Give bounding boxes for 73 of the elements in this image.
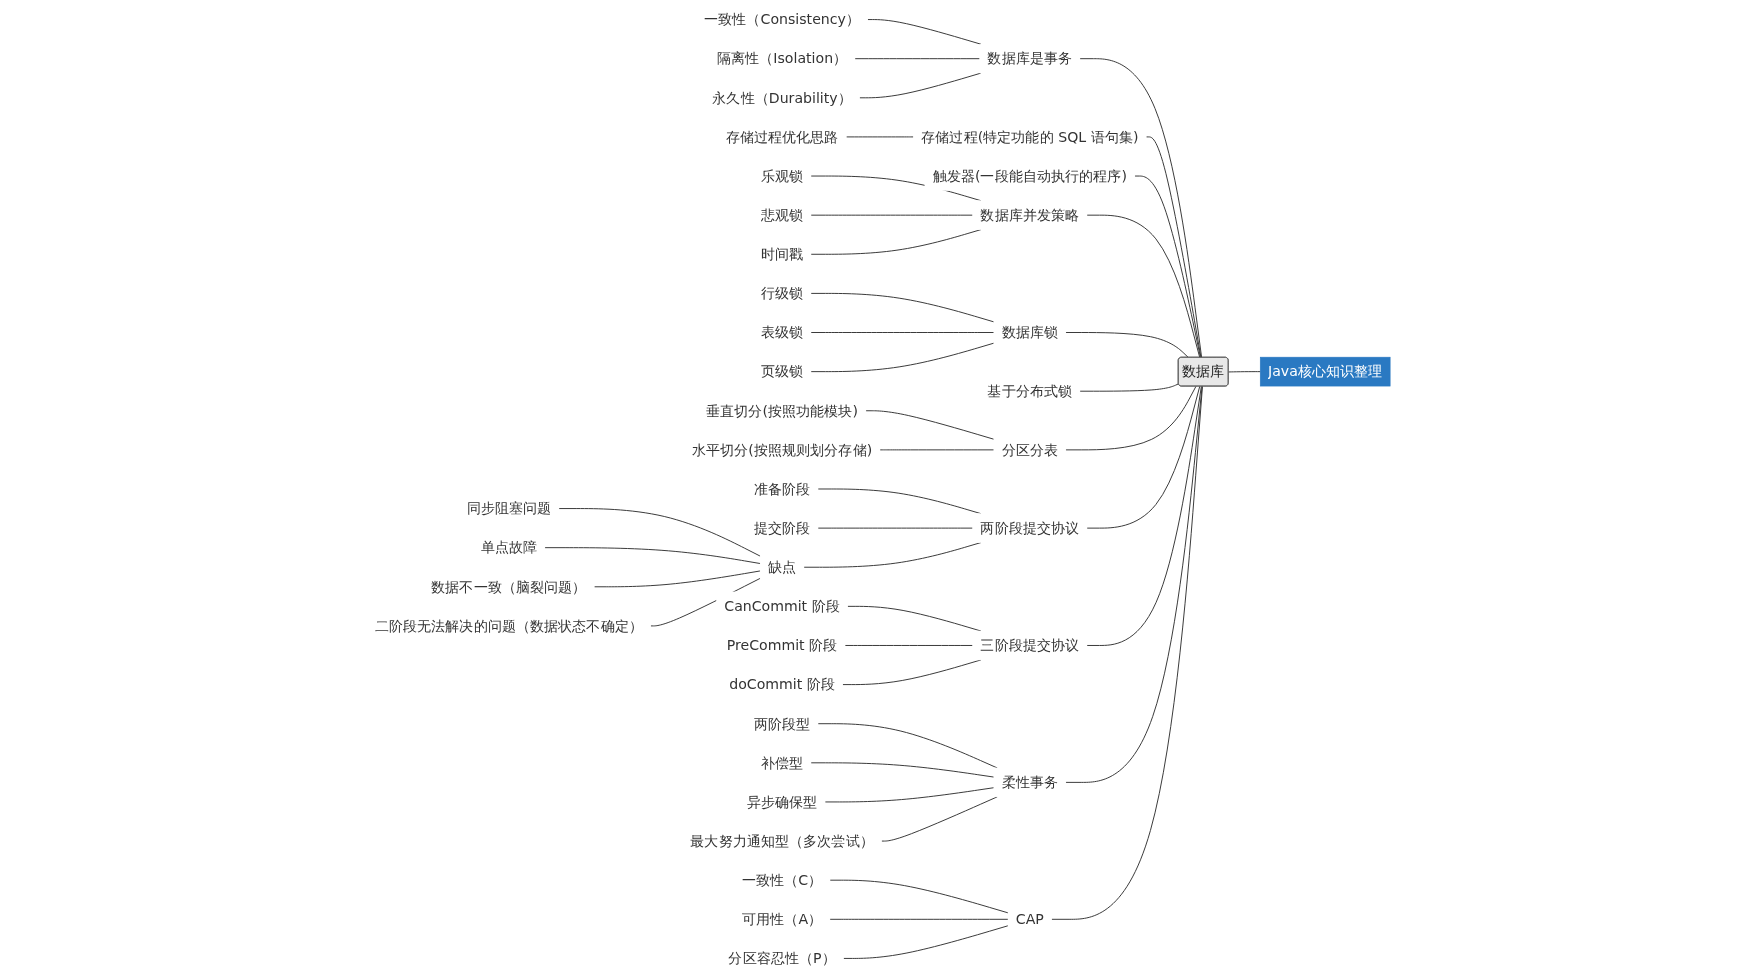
node-text: 页级锁: [761, 363, 804, 380]
connector: [854, 58, 981, 60]
node-text: 单点故障: [481, 539, 538, 556]
connector: [1079, 383, 1180, 392]
connector: [1079, 58, 1203, 358]
node-text: 可用性（A）: [742, 911, 823, 928]
connector: [859, 72, 982, 99]
node-text: 永久性（Durability）: [712, 89, 853, 106]
connector: [810, 214, 974, 216]
connector: [881, 796, 999, 842]
connector: [824, 787, 995, 803]
connector: [844, 645, 974, 646]
node-text: doCommit 阶段: [729, 676, 836, 693]
connector: [1065, 332, 1190, 358]
node-text: 补偿型: [761, 754, 804, 771]
node-text: 行级锁: [761, 285, 804, 302]
node-text: 分区分表: [1001, 441, 1059, 458]
connector: [810, 342, 995, 373]
node-text: 基于分布式锁: [987, 383, 1073, 400]
node-text: 缺点: [768, 559, 797, 576]
connector: [867, 19, 982, 45]
node-text: 提交阶段: [754, 520, 811, 537]
node-text: 柔性事务: [1001, 774, 1059, 791]
connector: [879, 449, 995, 451]
connector: [1228, 371, 1262, 373]
node-text: 准备阶段: [754, 480, 811, 498]
node-text: 一致性（C）: [742, 872, 823, 889]
node-text: 水平切分(按照规则划分存储): [692, 441, 873, 458]
node-text: 数据库并发策略: [980, 207, 1080, 224]
connector: [558, 508, 762, 557]
node-text: CanCommit 阶段: [724, 598, 841, 615]
connector: [810, 292, 995, 323]
connector: [810, 332, 995, 333]
node-text: 同步阻塞问题: [466, 500, 552, 517]
connector: [817, 527, 974, 529]
node-text: 二阶段无法解决的问题（数据状态不确定）: [375, 617, 644, 634]
node-text: 数据库是事务: [987, 50, 1073, 67]
connector: [1086, 385, 1203, 646]
node-text: 最大努力通知型（多次尝试）: [690, 833, 875, 850]
node-text: 乐观锁: [761, 168, 804, 185]
connector: [829, 879, 1009, 914]
node-text: CAP: [1016, 911, 1045, 928]
connector: [594, 570, 762, 588]
connector: [1065, 385, 1197, 451]
node-text: 数据库锁: [1001, 324, 1059, 341]
node-text: 表级锁: [761, 324, 804, 341]
node-text: PreCommit 阶段: [727, 637, 838, 654]
node-box: Java核心知识整理: [1260, 356, 1391, 387]
node-text: 三阶段提交协议: [980, 637, 1080, 654]
connector: [865, 410, 995, 440]
connector: [1086, 214, 1201, 358]
node-text: 触发器(一段能自动执行的程序): [932, 168, 1128, 185]
connector: [1051, 385, 1204, 920]
connector: [843, 925, 1009, 959]
connector: [829, 918, 1009, 920]
connector: [544, 547, 762, 564]
connector: [846, 136, 915, 138]
node-text: 两阶段型: [754, 715, 811, 732]
node-text: 数据不一致（脑裂问题）: [431, 578, 587, 595]
node-text: 分区容忍性（P）: [728, 950, 837, 967]
node-text: 两阶段提交协议: [980, 520, 1080, 537]
connector: [1086, 385, 1201, 529]
node-text: 存储过程优化思路: [725, 128, 839, 145]
node-text: 悲观锁: [761, 207, 804, 224]
node-text: 隔离性（Isolation）: [717, 50, 848, 67]
connector: [1065, 385, 1203, 783]
node-text: 存储过程(特定功能的 SQL 语句集): [921, 128, 1139, 145]
connector: [1134, 175, 1202, 358]
node-text: 时间戳: [761, 246, 804, 263]
node-text: 异步确保型: [747, 793, 818, 810]
node-text: 一致性（Consistency）: [704, 11, 861, 28]
node-text: 垂直切分(按照功能模块): [706, 402, 859, 419]
connector: [810, 762, 995, 778]
